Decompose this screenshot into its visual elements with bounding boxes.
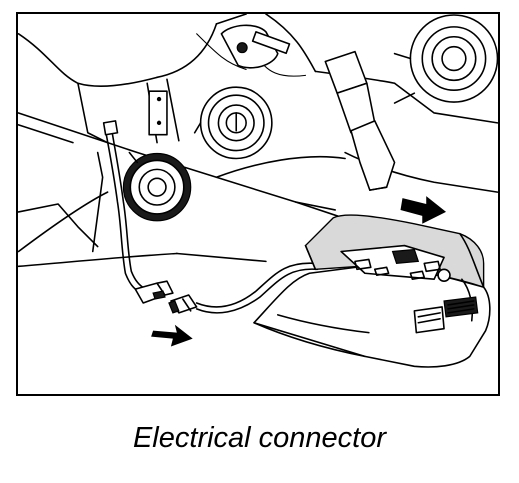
console-unit bbox=[253, 214, 491, 368]
figure-caption: Electrical connector bbox=[132, 422, 387, 454]
ignition-lock-assembly bbox=[393, 14, 498, 104]
unit-wire bbox=[195, 262, 319, 314]
lever-switch bbox=[324, 50, 396, 191]
pull-arrow-unit bbox=[400, 196, 447, 224]
round-switch bbox=[193, 86, 273, 160]
electrical-connector bbox=[134, 280, 198, 314]
upper-knob bbox=[220, 24, 291, 69]
pull-arrow-connector bbox=[151, 324, 193, 347]
wire-harness bbox=[102, 120, 146, 294]
illustration-frame bbox=[16, 12, 500, 396]
vehicle-interior-illustration bbox=[18, 14, 498, 368]
left-round-switch bbox=[122, 151, 192, 222]
